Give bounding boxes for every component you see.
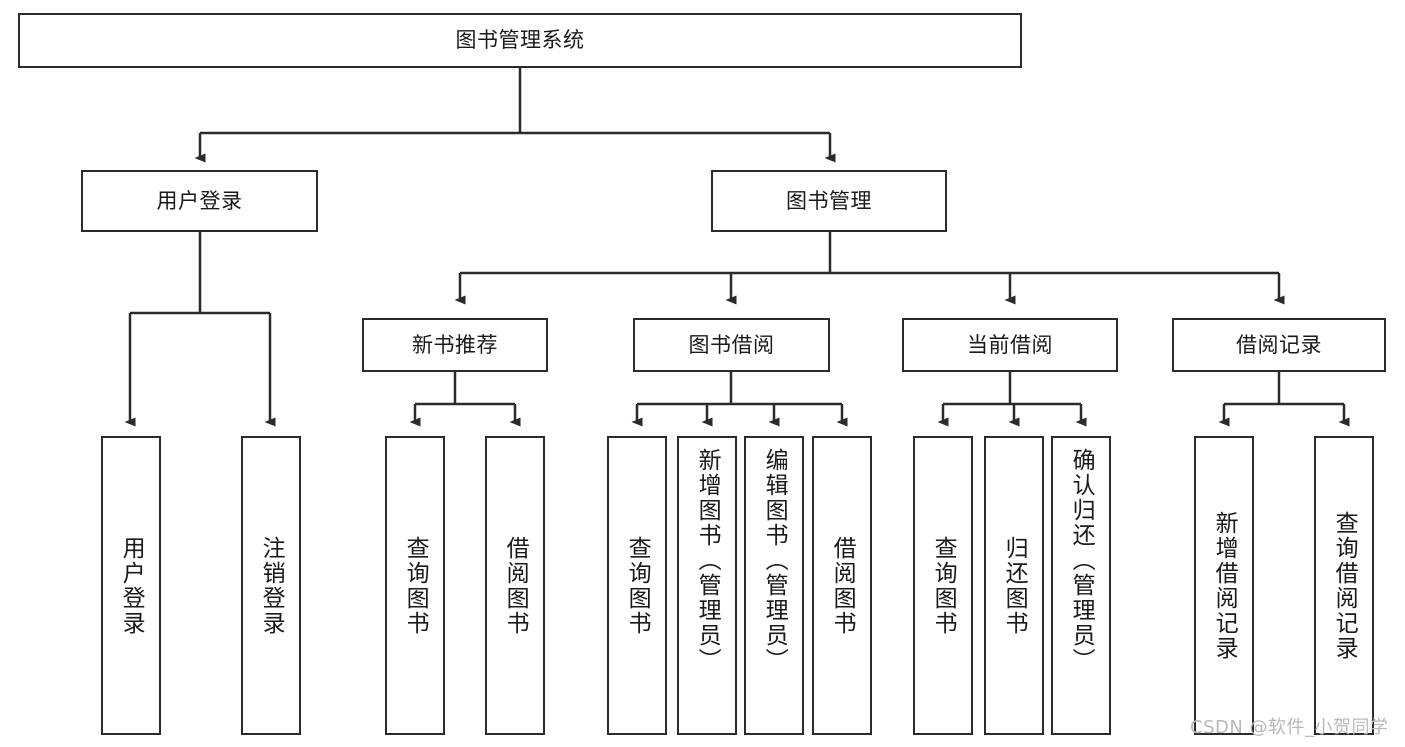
leaf-query-book-current[interactable]: 查询图书: [913, 436, 973, 735]
node-label: 编辑图书（管理员）: [761, 448, 788, 673]
node-label: 查询图书: [402, 535, 429, 636]
node-label: 注销登录: [258, 535, 285, 636]
leaf-borrow-book[interactable]: 借阅图书: [812, 436, 872, 735]
node-current-borrow[interactable]: 当前借阅: [902, 318, 1118, 372]
node-label: 用户登录: [156, 188, 243, 213]
node-borrow-record[interactable]: 借阅记录: [1172, 318, 1386, 372]
node-label: 新增图书（管理员）: [694, 448, 721, 673]
watermark: CSDN @软件_小贺同学: [1190, 717, 1389, 738]
node-new-book-recommend[interactable]: 新书推荐: [362, 318, 548, 372]
node-label: 借阅图书: [829, 535, 856, 636]
leaf-user-login[interactable]: 用户登录: [101, 436, 161, 735]
node-label: 新增借阅记录: [1211, 510, 1238, 661]
node-label: 新书推荐: [412, 332, 498, 357]
node-label: 查询图书: [624, 535, 651, 636]
node-label: 图书管理系统: [455, 28, 585, 53]
leaf-query-book-recommend[interactable]: 查询图书: [385, 436, 445, 735]
leaf-query-book-borrow[interactable]: 查询图书: [607, 436, 667, 735]
node-label: 用户登录: [118, 535, 145, 636]
leaf-add-book-admin[interactable]: 新增图书（管理员）: [677, 436, 737, 735]
node-label: 借阅图书: [502, 535, 529, 636]
node-label: 查询图书: [930, 535, 957, 636]
node-label: 确认归还（管理员）: [1068, 448, 1095, 673]
leaf-borrow-book-recommend[interactable]: 借阅图书: [485, 436, 545, 735]
leaf-add-borrow-record[interactable]: 新增借阅记录: [1194, 436, 1254, 735]
node-label: 图书管理: [786, 188, 872, 213]
leaf-logout-login[interactable]: 注销登录: [241, 436, 301, 735]
node-book-management[interactable]: 图书管理: [711, 170, 947, 232]
leaf-query-borrow-record[interactable]: 查询借阅记录: [1314, 436, 1374, 735]
leaf-edit-book-admin[interactable]: 编辑图书（管理员）: [744, 436, 804, 735]
node-label: 当前借阅: [967, 332, 1053, 357]
leaf-confirm-return-admin[interactable]: 确认归还（管理员）: [1051, 436, 1111, 735]
node-label: 借阅记录: [1236, 332, 1322, 357]
leaf-return-book[interactable]: 归还图书: [984, 436, 1044, 735]
node-label: 图书借阅: [688, 332, 775, 357]
node-book-borrow[interactable]: 图书借阅: [633, 318, 830, 372]
node-label: 查询借阅记录: [1331, 510, 1358, 661]
node-label: 归还图书: [1001, 535, 1028, 636]
node-root-book-management-system[interactable]: 图书管理系统: [18, 13, 1022, 68]
node-user-login[interactable]: 用户登录: [81, 170, 318, 232]
